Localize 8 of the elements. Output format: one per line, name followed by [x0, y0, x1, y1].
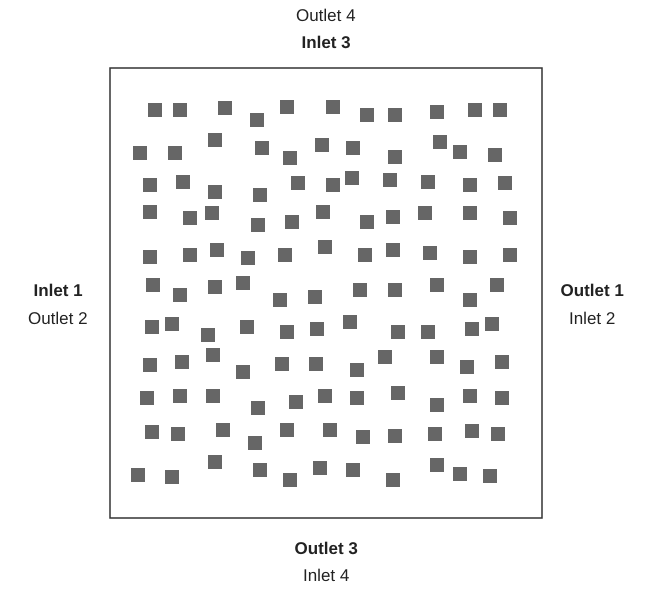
port-label: Outlet 1 [560, 281, 624, 301]
port-label: Outlet 3 [294, 539, 358, 559]
port-label: Inlet 3 [302, 33, 351, 53]
port-label: Outlet 2 [28, 309, 88, 329]
port-label: Outlet 4 [296, 6, 356, 26]
port-label: Inlet 1 [34, 281, 83, 301]
port-label: Inlet 2 [569, 309, 616, 329]
port-label: Inlet 4 [303, 566, 350, 586]
